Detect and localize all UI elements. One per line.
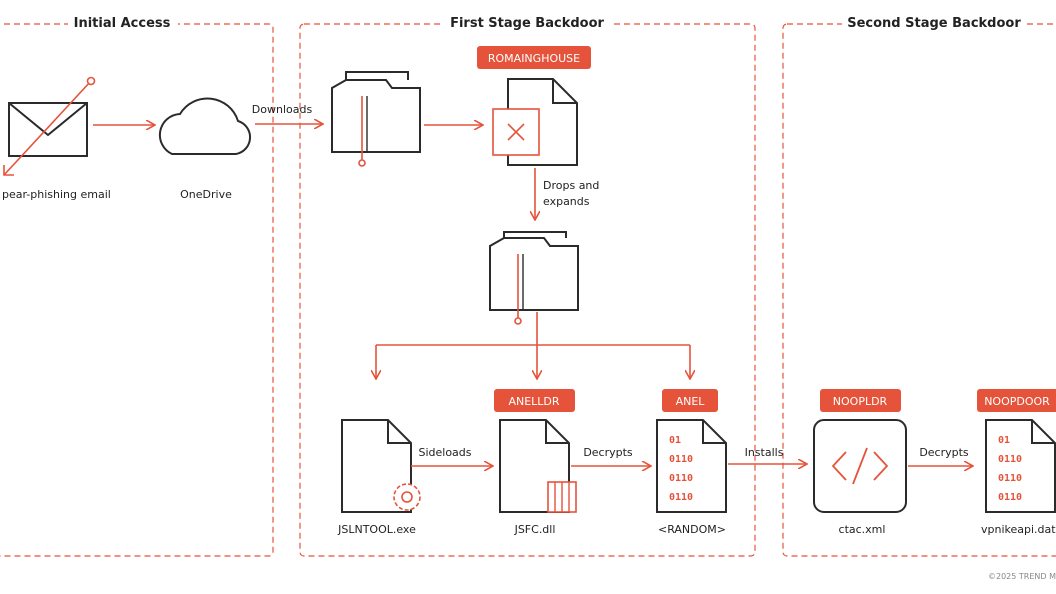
anelldr-tag-text: ANELLDR — [508, 395, 559, 408]
romainghouse-tag-text: ROMAINGHOUSE — [488, 52, 580, 65]
code-window-icon — [813, 419, 907, 513]
email-label: pear-phishing email — [2, 188, 111, 201]
onedrive-label: OneDrive — [180, 188, 232, 201]
jsfc-label: JSFC.dll — [514, 523, 556, 536]
binary-row: 0110 — [669, 473, 693, 484]
noopldr-tag-text: NOOPLDR — [833, 395, 888, 408]
binary-row: 01 — [998, 435, 1010, 446]
split-arrows — [376, 312, 690, 378]
first-stage-title: First Stage Backdoor — [450, 16, 604, 31]
cloud-icon — [158, 97, 252, 155]
jslntool-label: JSLNTOOL.exe — [337, 523, 416, 536]
decrypts-label-2: Decrypts — [919, 446, 969, 459]
binary-row: 0110 — [998, 473, 1022, 484]
binary-row: 0110 — [998, 454, 1022, 465]
anelldr-tag — [494, 389, 575, 412]
noopdoor-tag — [977, 389, 1056, 412]
initial-access-title: Initial Access — [74, 16, 171, 31]
second-stage-title: Second Stage Backdoor — [847, 16, 1021, 31]
document-binary-icon: 01 0110 0110 0110 — [656, 419, 727, 513]
sideloads-label: Sideloads — [418, 446, 471, 459]
binary-row: 0110 — [669, 492, 693, 503]
initial-access-section — [0, 23, 274, 557]
envelope-icon — [3, 76, 96, 176]
folder-zip-icon — [331, 71, 421, 167]
noopdoor-tag-text: NOOPDOOR — [984, 395, 1050, 408]
document-gear-icon — [341, 419, 421, 513]
romainghouse-tag — [477, 46, 591, 69]
document-binary-icon: 01 0110 0110 0110 — [985, 419, 1056, 513]
random-label: <RANDOM> — [658, 523, 726, 536]
document-dll-icon — [499, 419, 577, 513]
binary-row: 01 — [669, 435, 681, 446]
drops-label-2: expands — [543, 195, 590, 208]
ctac-label: ctac.xml — [839, 523, 886, 536]
copyright-text: ©2025 TREND M — [988, 572, 1056, 581]
installs-label: Installs — [745, 446, 784, 459]
binary-row: 0110 — [669, 454, 693, 465]
downloads-label: Downloads — [252, 103, 313, 116]
decrypts-label-1: Decrypts — [583, 446, 633, 459]
anel-tag — [662, 389, 718, 412]
folder-zip-icon — [489, 231, 579, 325]
drops-label-1: Drops and — [543, 179, 599, 192]
binary-row: 0110 — [998, 492, 1022, 503]
anel-tag-text: ANEL — [676, 395, 706, 408]
noopldr-tag — [820, 389, 901, 412]
document-x-icon — [492, 78, 578, 166]
vpnikeapi-label: vpnikeapi.dat — [981, 523, 1056, 536]
